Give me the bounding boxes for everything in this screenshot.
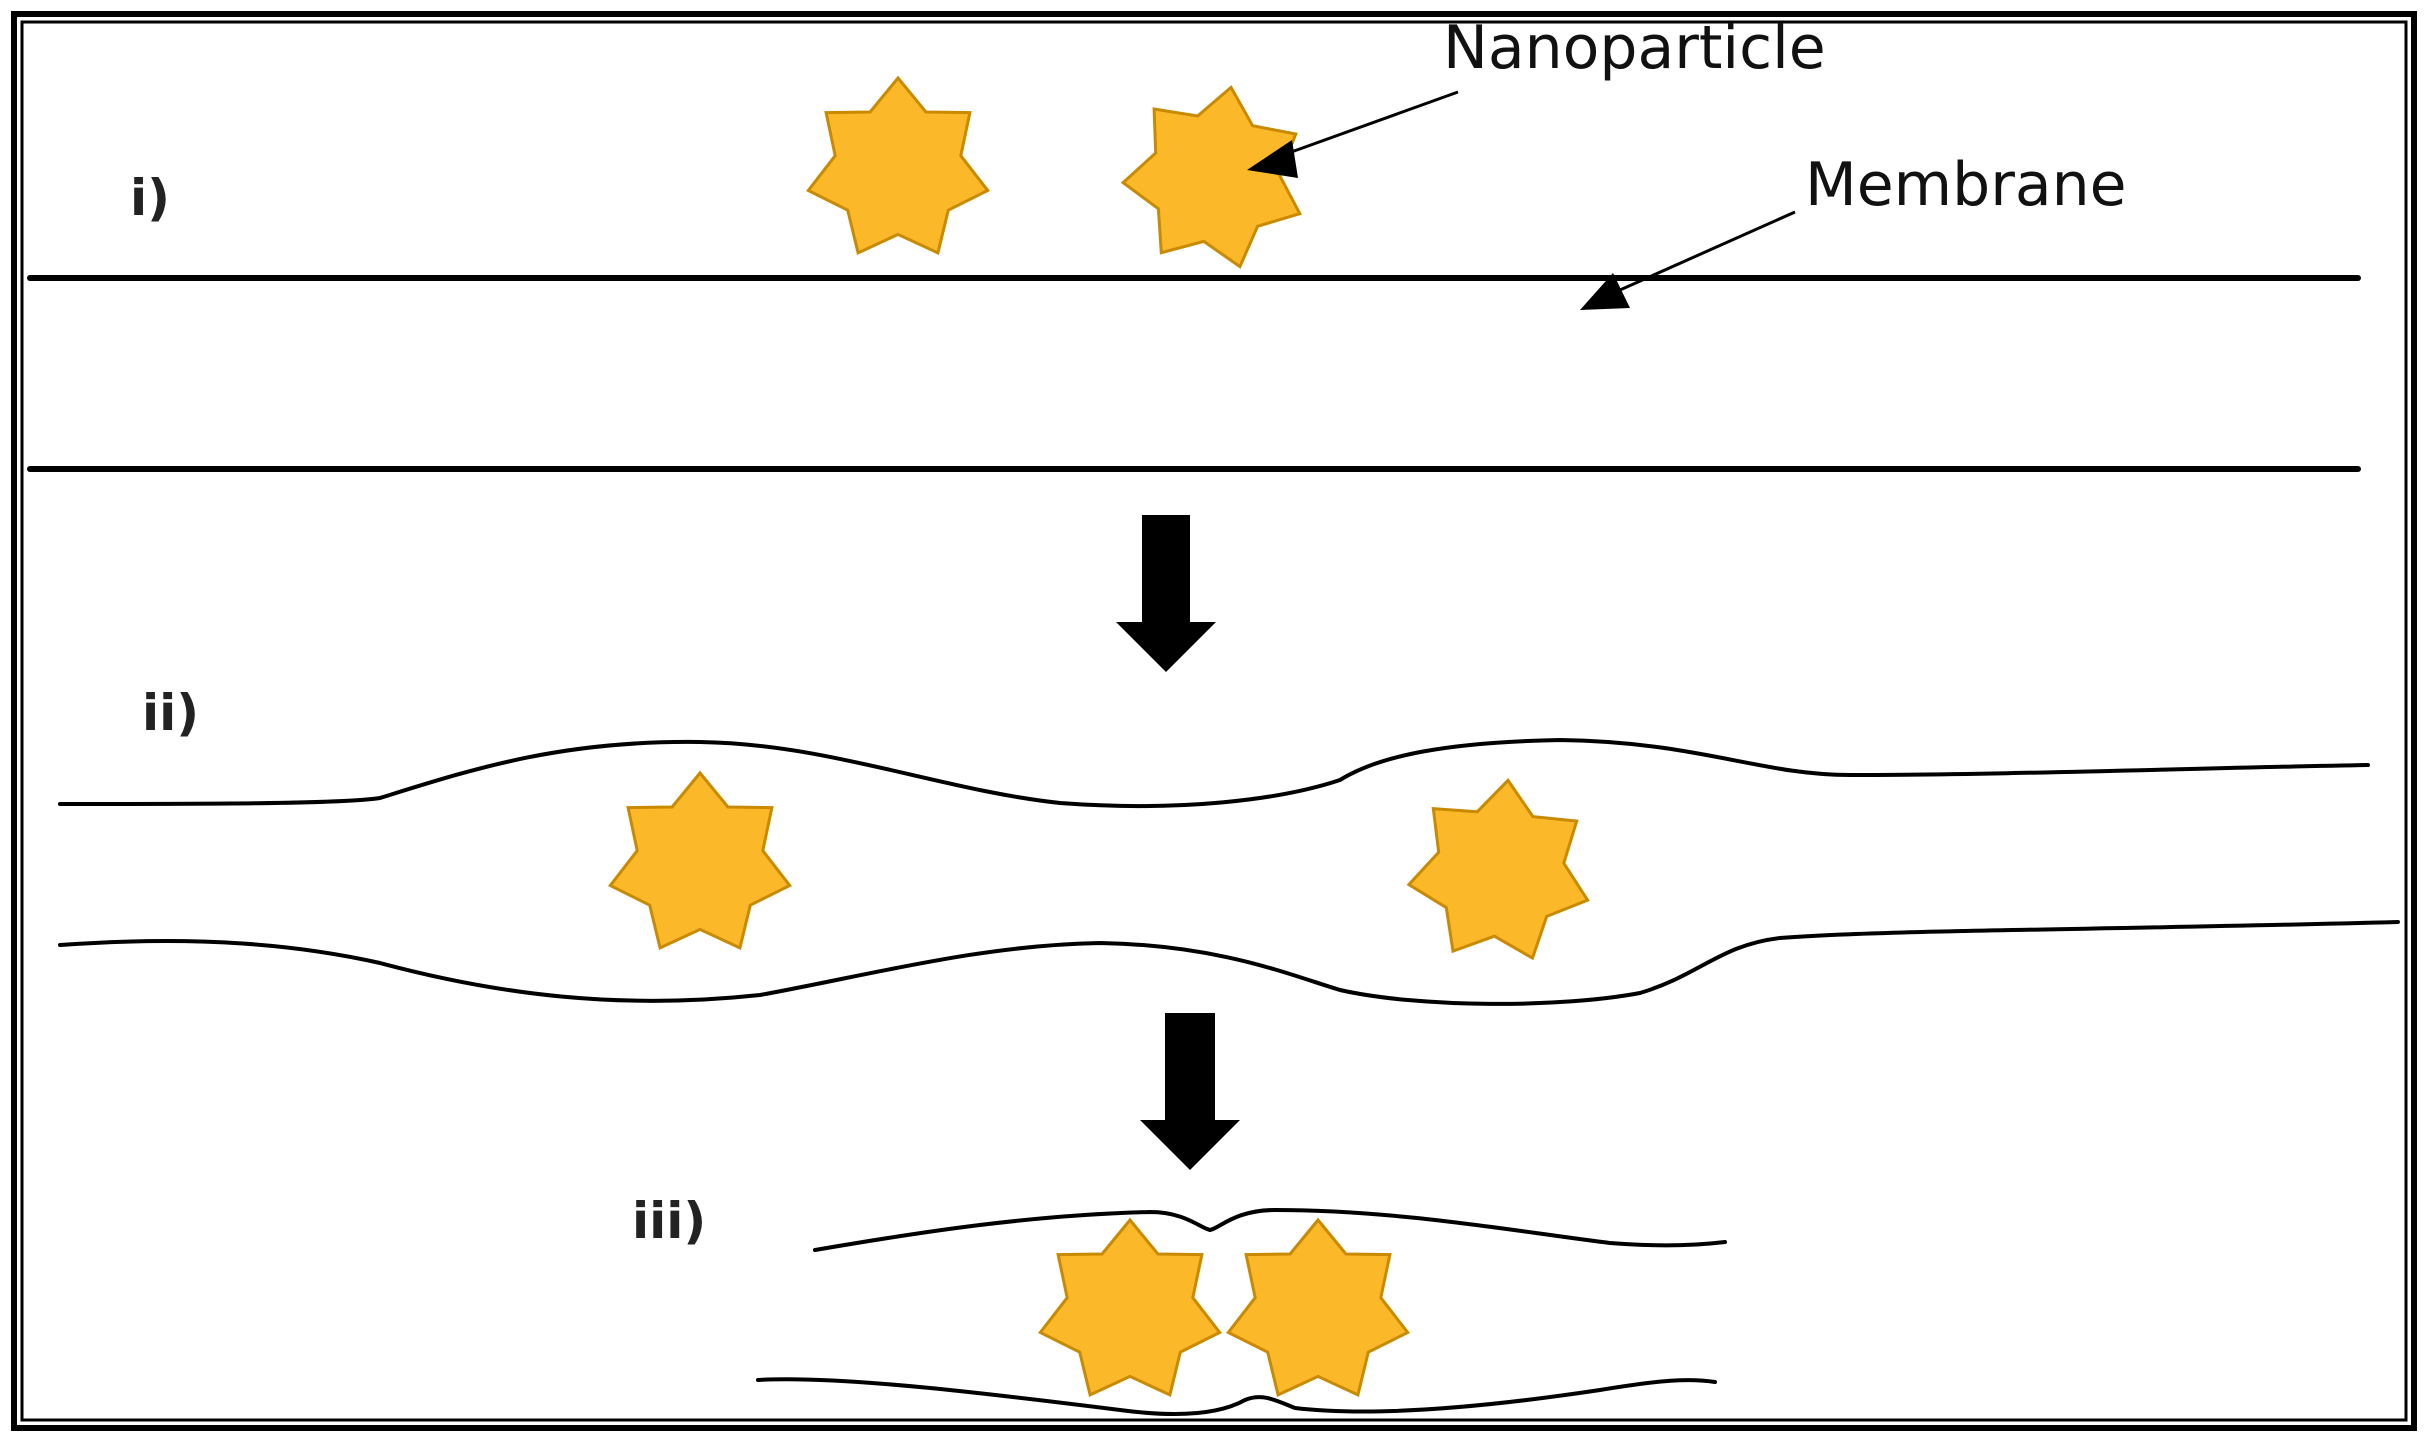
membrane-upper-deformed	[58, 738, 2370, 809]
outer-frame	[11, 11, 2417, 1431]
membrane-lower-compressed	[756, 1377, 1717, 1417]
membrane-label: Membrane	[1805, 150, 2127, 220]
stage-label-ii: ii)	[142, 684, 199, 742]
nanoparticle-icon	[805, 75, 991, 256]
membrane-pointer-icon	[1580, 273, 1630, 310]
membrane-lower-deformed	[58, 920, 2400, 1006]
nanoparticle-icon	[1406, 778, 1590, 961]
membrane-upper-compressed	[813, 1208, 1727, 1252]
nanoparticle-pointer-icon	[1247, 140, 1298, 178]
nanoparticle-leader-line	[1282, 90, 1459, 157]
nanoparticle-label: Nanoparticle	[1443, 13, 1826, 83]
nanoparticle-icon	[1037, 1217, 1223, 1398]
nanoparticle-icon	[1120, 85, 1302, 269]
nanoparticle-icon	[1225, 1217, 1411, 1398]
inner-frame	[20, 20, 2408, 1422]
stage-label-iii: iii)	[632, 1192, 706, 1250]
down-arrow-icon	[1116, 515, 1216, 672]
stage-label-i: i)	[130, 169, 170, 227]
down-arrow-icon	[1140, 1013, 1240, 1170]
nanoparticle-icon	[607, 770, 793, 951]
